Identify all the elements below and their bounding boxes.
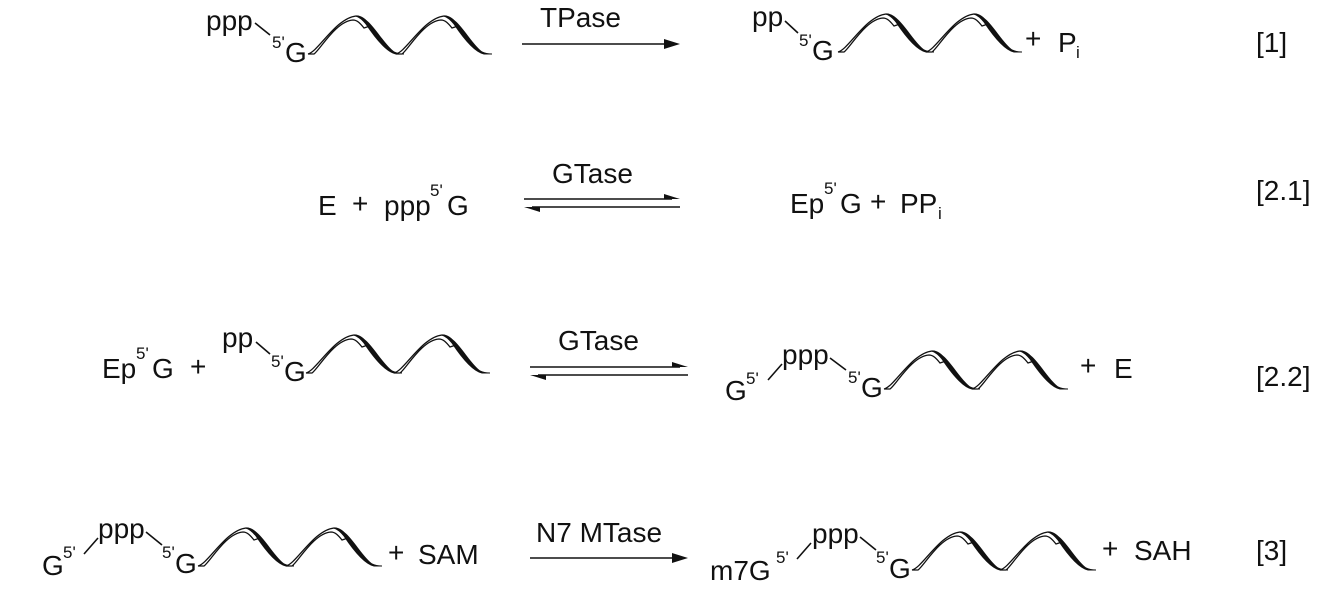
rna-helix	[305, 334, 491, 374]
phosphate-bond	[145, 531, 163, 546]
enzyme-n7-mtase-label: N7 MTase	[536, 517, 662, 548]
guanosine-label: G	[840, 188, 862, 219]
rna-helix	[197, 527, 383, 567]
reaction-1: ppp 5' G TPase pp 5' G + P i [1]	[206, 1, 1287, 68]
plus-sign: +	[870, 186, 886, 217]
plus-sign: +	[1025, 23, 1041, 54]
phosphate-bond	[859, 536, 877, 551]
five-prime-label: 5'	[824, 179, 837, 198]
guanosine-cap-label: G	[725, 375, 747, 406]
reaction-2-2: Ep 5' G + pp 5' G GTase G 5' ppp 5' G + …	[102, 322, 1310, 406]
triphosphate-label: ppp	[206, 5, 253, 36]
five-prime-label: 5'	[746, 369, 759, 388]
phosphate-bond	[767, 363, 783, 381]
reaction-3: G 5' ppp 5' G + SAM N7 MTase m7G 5' ppp …	[42, 513, 1287, 586]
plus-sign: +	[190, 351, 206, 382]
inorganic-subscript: i	[938, 204, 942, 223]
rna-helix	[911, 531, 1097, 571]
phosphate-bond	[255, 341, 271, 355]
equation-number: [2.1]	[1256, 175, 1310, 206]
triphosphate-label: ppp	[98, 513, 145, 544]
five-prime-label: 5'	[136, 344, 149, 363]
diphosphate-label: pp	[752, 1, 783, 32]
plus-sign: +	[1080, 350, 1096, 381]
phosphate-bond	[829, 357, 847, 371]
equation-number: [2.2]	[1256, 361, 1310, 392]
guanosine-label: G	[812, 35, 834, 66]
enzyme-guanylate-label: Ep	[102, 353, 136, 384]
inorganic-subscript: i	[1076, 43, 1080, 62]
phosphate-bond	[784, 20, 799, 34]
guanosine-cap-label: G	[42, 550, 64, 581]
rna-helix	[883, 350, 1069, 390]
five-prime-label: 5'	[63, 543, 76, 562]
pyrophosphate-label: PP	[900, 188, 937, 219]
five-prime-label: 5'	[272, 33, 285, 52]
five-prime-label: 5'	[162, 543, 175, 562]
reaction-2-1: E + ppp 5' G GTase Ep 5' G + PP i [2.1]	[318, 158, 1310, 223]
equation-number: [3]	[1256, 535, 1287, 566]
five-prime-label: 5'	[876, 548, 889, 567]
enzyme-label: E	[1114, 353, 1133, 384]
five-prime-label: 5'	[271, 352, 284, 371]
equilibrium-arrows	[524, 194, 680, 212]
plus-sign: +	[352, 188, 368, 219]
plus-sign: +	[1102, 533, 1118, 564]
phosphate-label: P	[1058, 27, 1077, 58]
forward-arrow	[530, 553, 688, 563]
five-prime-label: 5'	[799, 31, 812, 50]
equation-number: [1]	[1256, 27, 1287, 58]
phosphate-bond	[796, 542, 812, 560]
phosphate-bond	[83, 537, 99, 555]
sah-label: SAH	[1134, 535, 1192, 566]
rna-helix	[837, 13, 1023, 53]
guanosine-label: G	[152, 353, 174, 384]
triphosphate-label: ppp	[782, 339, 829, 370]
guanosine-label: G	[175, 548, 197, 579]
enzyme-gtase-label: GTase	[558, 325, 639, 356]
five-prime-label: 5'	[430, 181, 443, 200]
methylguanosine-cap-label: m7G	[710, 555, 771, 586]
guanosine-label: G	[284, 356, 306, 387]
enzyme-label: E	[318, 190, 337, 221]
phosphate-bond	[254, 22, 271, 36]
rna-helix	[307, 15, 493, 55]
triphosphate-label: ppp	[812, 518, 859, 549]
triphosphate-label: ppp	[384, 190, 431, 221]
enzyme-gtase-label: GTase	[552, 158, 633, 189]
enzyme-tpase-label: TPase	[540, 2, 621, 33]
guanosine-label: G	[447, 190, 469, 221]
guanosine-label: G	[285, 37, 307, 68]
guanosine-label: G	[889, 553, 911, 584]
diphosphate-label: pp	[222, 322, 253, 353]
sam-label: SAM	[418, 539, 479, 570]
guanosine-label: G	[861, 372, 883, 403]
forward-arrow	[522, 39, 680, 49]
five-prime-label: 5'	[776, 548, 789, 567]
enzyme-guanylate-label: Ep	[790, 188, 824, 219]
five-prime-label: 5'	[848, 368, 861, 387]
plus-sign: +	[388, 537, 404, 568]
equilibrium-arrows	[530, 362, 688, 380]
